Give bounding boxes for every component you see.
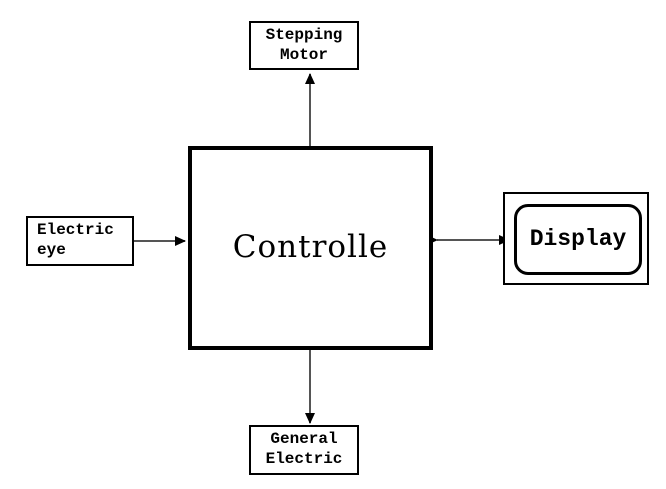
- node-stepping-motor[interactable]: Stepping Motor: [249, 21, 359, 70]
- node-controller-label: Controlle: [232, 229, 389, 266]
- node-controller[interactable]: Controlle: [188, 146, 433, 350]
- node-electric-eye[interactable]: Electric eye: [26, 216, 134, 266]
- node-stepping-motor-label: Stepping Motor: [265, 25, 343, 64]
- node-display[interactable]: Display: [514, 204, 642, 275]
- node-display-frame[interactable]: Display: [503, 192, 649, 285]
- node-display-label: Display: [529, 226, 627, 253]
- node-electric-eye-label: Electric eye: [37, 221, 114, 259]
- node-general-electric-label: General Electric: [265, 430, 343, 468]
- node-general-electric[interactable]: General Electric: [249, 425, 359, 475]
